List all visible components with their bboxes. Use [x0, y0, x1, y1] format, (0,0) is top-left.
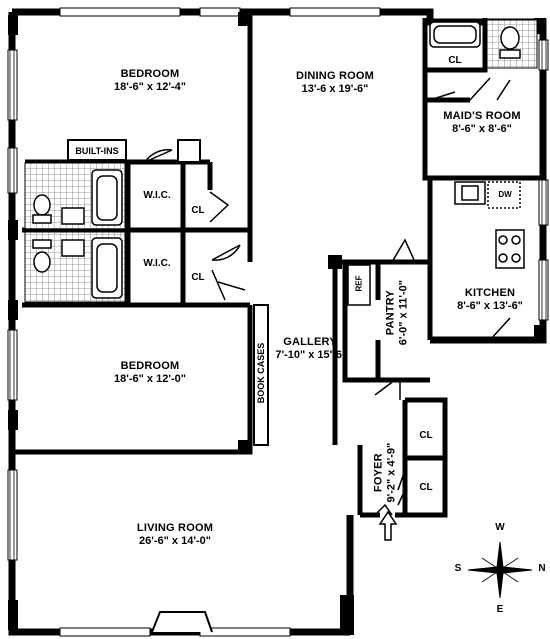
- closet-maid-label: CL: [448, 55, 462, 66]
- kitchen-name: KITCHEN: [464, 287, 516, 299]
- dw-label: DW: [498, 190, 512, 199]
- maids-room-dims: 8'-6" x 8'-6": [452, 122, 512, 135]
- wic-2-label: W.I.C.: [143, 258, 171, 269]
- pantry-dims: 6'-0" x 11'-0": [397, 280, 409, 346]
- closet-shelf: [177, 139, 201, 163]
- bedroom-1-label: BEDROOM 18'-6" x 12'-4": [70, 68, 230, 93]
- kitchen-label: KITCHEN 8'-6" x 13'-6": [440, 287, 540, 312]
- dining-room-dims: 13'-6 x 19'-6": [301, 82, 369, 95]
- bedroom-1-dims: 18'-6" x 12'-4": [114, 80, 186, 93]
- maids-room-label: MAID'S ROOM 8'-6" x 8'-6": [432, 110, 532, 135]
- bath-fixtures: [32, 21, 521, 299]
- kitchen-dims: 8'-6" x 13'-6": [457, 299, 523, 312]
- bedroom-2-label: BEDROOM 18'-6" x 12'-0": [70, 360, 230, 385]
- living-room-dims: 26'-6" x 14'-0": [139, 534, 211, 547]
- compass-s: S: [454, 563, 462, 574]
- bay-window: [151, 611, 213, 633]
- closet-foyer-1-label: CL: [419, 430, 433, 441]
- gallery-label: GALLERY 7'-10" x 15'-6': [265, 336, 355, 361]
- outer-walls: [8, 8, 547, 636]
- book-cases-label: BOOK CASES: [256, 342, 266, 404]
- living-room-name: LIVING ROOM: [136, 522, 214, 534]
- foyer-name: FOYER: [372, 453, 385, 493]
- ref-label: REF: [354, 275, 364, 292]
- columns: [8, 12, 546, 635]
- bedroom-2-dims: 18'-6" x 12'-0": [114, 372, 186, 385]
- gallery-dims: 7'-10" x 15'-6': [275, 348, 345, 361]
- book-cases-shelf: [253, 304, 269, 446]
- bedroom-1-name: BEDROOM: [120, 68, 180, 80]
- closet-2-label: CL: [191, 272, 205, 283]
- pantry-name: PANTRY: [384, 290, 397, 336]
- windows: [7, 7, 549, 637]
- compass-w: W: [495, 522, 505, 533]
- door-swings: [144, 77, 511, 516]
- kitchen-fixtures: [347, 181, 525, 306]
- built-ins-label: BUILT-INS: [75, 146, 119, 156]
- closet-foyer-2-label: CL: [419, 482, 433, 493]
- living-room-label: LIVING ROOM 26'-6" x 14'-0": [105, 522, 245, 547]
- foyer-label: FOYER 9'-2" x 4'-9": [372, 433, 397, 513]
- bedroom-2-name: BEDROOM: [120, 360, 180, 372]
- wic-1-label: W.I.C.: [143, 190, 171, 201]
- entry-arrow: [378, 510, 398, 541]
- compass-rose: [467, 541, 533, 599]
- compass-e: E: [496, 604, 504, 615]
- interior-walls: [12, 12, 543, 518]
- maids-room-name: MAID'S ROOM: [443, 110, 521, 122]
- dining-room-label: DINING ROOM 13'-6 x 19'-6": [275, 70, 395, 95]
- foyer-dims: 9'-2" x 4'-9": [385, 442, 397, 503]
- built-ins-cabinet: [67, 139, 127, 161]
- gallery-name: GALLERY: [283, 336, 337, 348]
- compass-n: N: [538, 563, 546, 574]
- pantry-label: PANTRY 6'-0" x 11'-0": [384, 268, 409, 358]
- dining-room-name: DINING ROOM: [296, 70, 374, 82]
- closet-1-label: CL: [191, 205, 205, 216]
